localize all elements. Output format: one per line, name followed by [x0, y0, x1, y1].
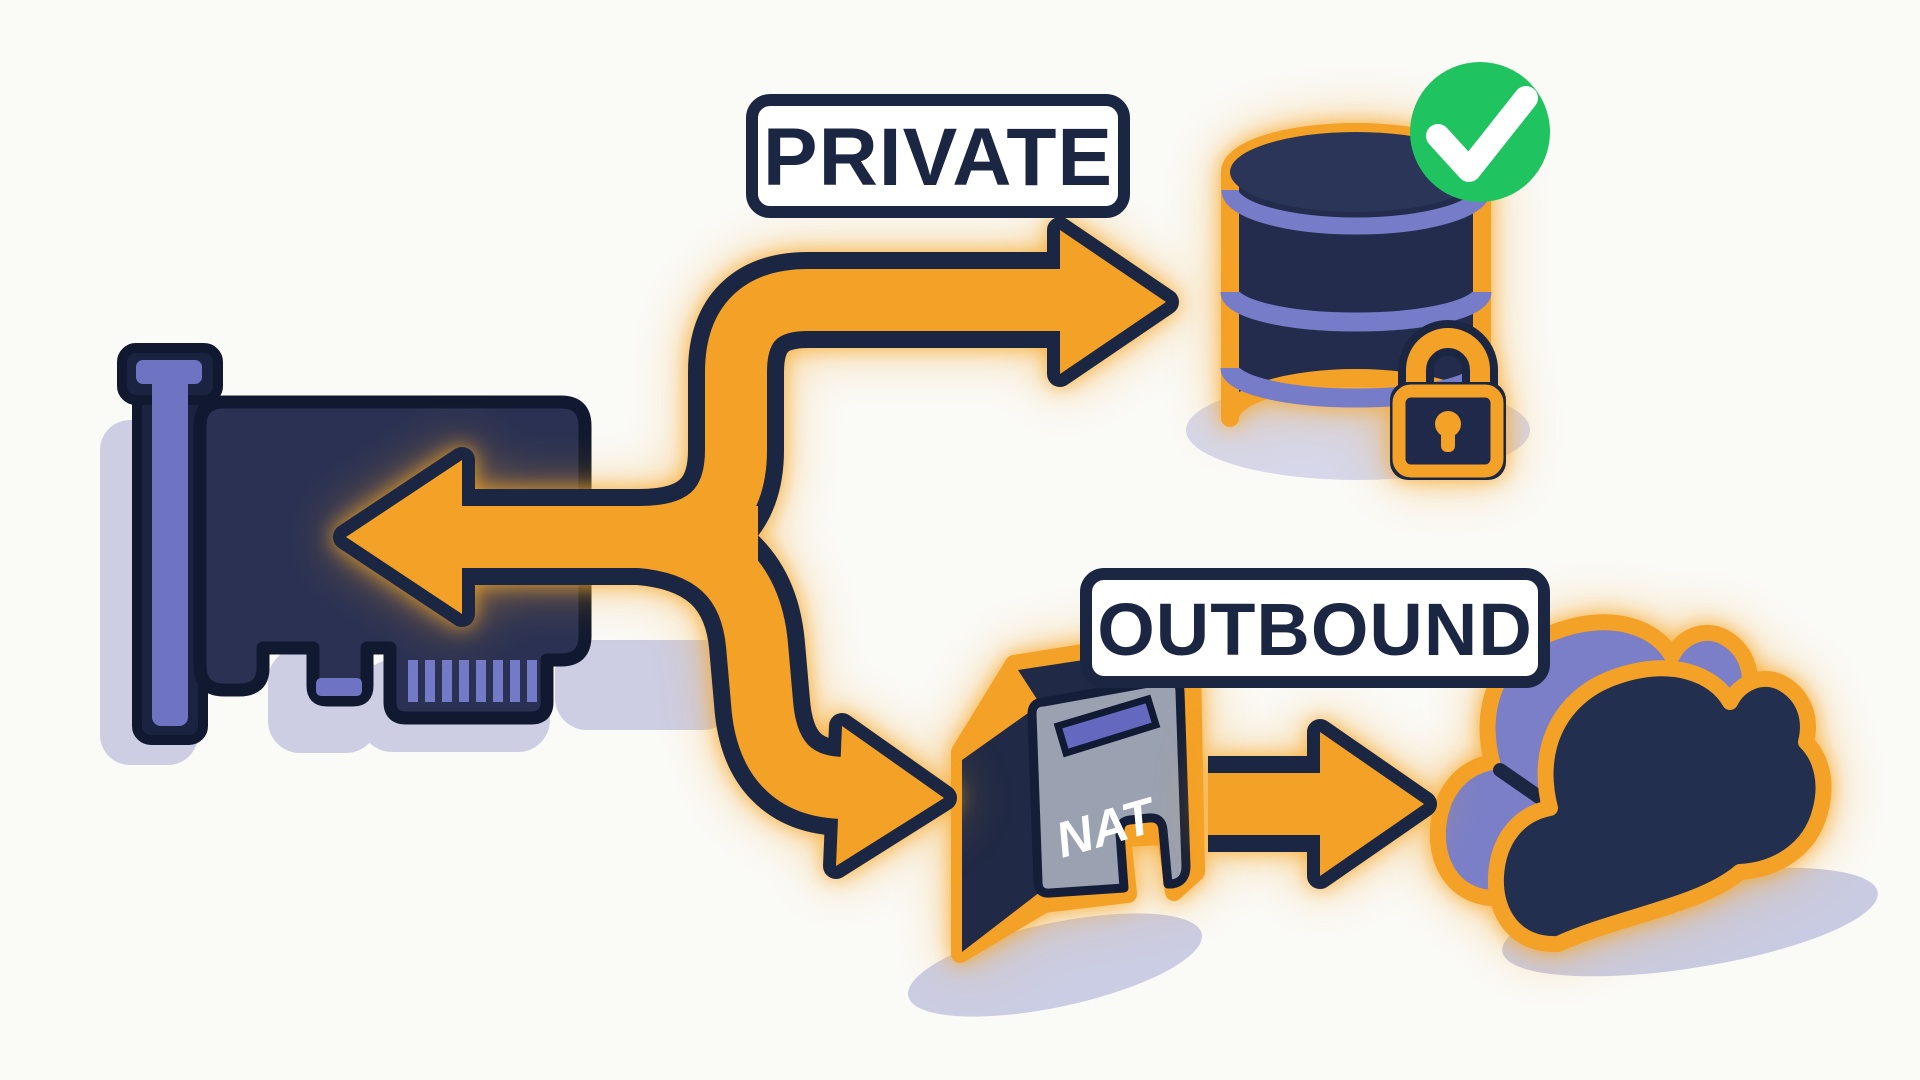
nat-gateway-icon: NAT: [908, 631, 1205, 1017]
private-label-text: PRIVATE: [763, 112, 1113, 203]
cloud-front-face: [1487, 660, 1832, 953]
connector-pins: [408, 660, 537, 702]
nat-slot: [1053, 694, 1161, 758]
outbound-label-text: OUTBOUND: [1097, 588, 1533, 671]
arrow-fills: [346, 230, 1424, 876]
nat-shadow: [908, 913, 1202, 1017]
nat-side-face: [962, 706, 1040, 952]
cloud-icon: [1429, 614, 1878, 977]
check-circle-icon: [1410, 62, 1550, 202]
lock-icon: [1390, 320, 1506, 480]
cloud-shadow: [1502, 867, 1878, 977]
traffic-arrows: [333, 217, 1437, 889]
card-bracket: [117, 343, 223, 745]
database-icon: [1186, 62, 1550, 480]
card-notch-strip: [316, 678, 362, 696]
private-label: PRIVATE: [746, 94, 1130, 218]
outbound-label: OUTBOUND: [1080, 568, 1550, 688]
